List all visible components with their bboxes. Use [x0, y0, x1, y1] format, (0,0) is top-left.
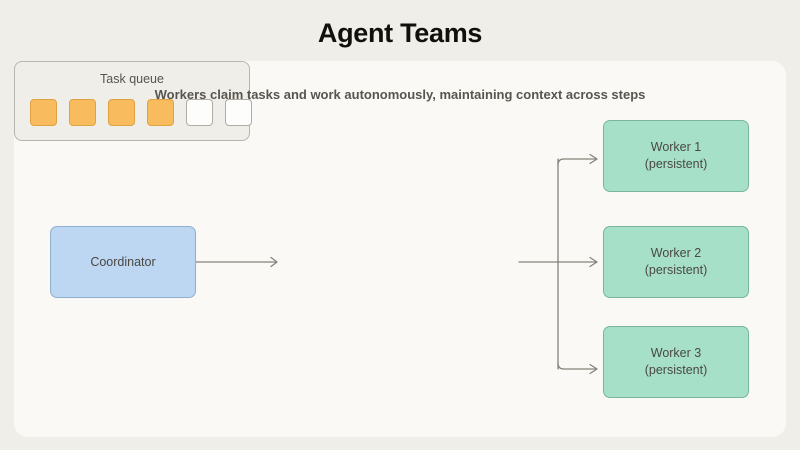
- diagram-subtitle: Workers claim tasks and work autonomousl…: [154, 87, 646, 102]
- node-worker-3[interactable]: Worker 3 (persistent): [603, 326, 749, 398]
- worker-3-state: (persistent): [644, 363, 708, 377]
- edge-trunk-worker-1: [557, 158, 597, 166]
- worker-1-state: (persistent): [644, 157, 708, 171]
- coordinator-label: Coordinator: [90, 254, 156, 269]
- node-coordinator[interactable]: Coordinator: [50, 226, 196, 298]
- task-slot-filled[interactable]: [108, 99, 135, 126]
- diagram-card: Workers claim tasks and work autonomousl…: [14, 61, 786, 437]
- worker-3-name: Worker 3: [650, 346, 702, 360]
- task-slot-empty[interactable]: [225, 99, 252, 126]
- task-slot-filled[interactable]: [147, 99, 174, 126]
- task-slot-filled[interactable]: [30, 99, 57, 126]
- arrowhead-queue: [270, 256, 278, 268]
- node-task-queue[interactable]: Task queue: [14, 61, 252, 141]
- worker-2-state: (persistent): [644, 263, 708, 277]
- node-worker-1[interactable]: Worker 1 (persistent): [603, 120, 749, 192]
- page-title: Agent Teams: [317, 18, 483, 48]
- worker-1-name: Worker 1: [650, 140, 702, 154]
- task-queue-slots: [30, 99, 252, 126]
- arrowhead-worker-3: [589, 363, 598, 375]
- task-slot-filled[interactable]: [69, 99, 96, 126]
- edge-trunk-worker-3: [557, 362, 597, 370]
- arrowhead-worker-2: [589, 256, 598, 268]
- task-slot-empty[interactable]: [186, 99, 213, 126]
- task-queue-label: Task queue: [100, 72, 164, 86]
- arrowhead-worker-1: [589, 153, 598, 165]
- worker-2-name: Worker 2: [650, 246, 702, 260]
- node-worker-2[interactable]: Worker 2 (persistent): [603, 226, 749, 298]
